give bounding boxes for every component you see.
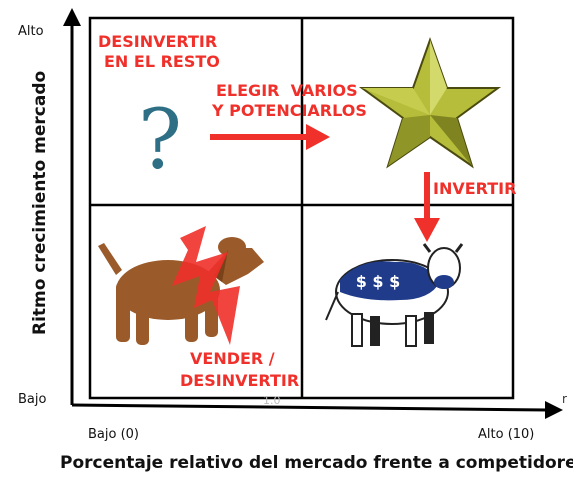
- lightning-bolt-icon: [172, 226, 240, 345]
- x-axis-arrowhead: [545, 401, 563, 419]
- x-axis-low-label: Bajo (0): [88, 427, 139, 442]
- arrow-to-star-head: [306, 124, 330, 150]
- cow-dollar-signs: $ $ $: [356, 272, 401, 291]
- y-axis-title: Ritmo crecimiento mercado: [30, 70, 50, 335]
- arrow-to-cow-label: INVERTIR: [433, 179, 517, 198]
- cow-icon: $ $ $: [325, 243, 464, 347]
- x-axis-mid-tick: 1.0: [263, 394, 281, 407]
- arrow-to-cow-head: [414, 218, 440, 242]
- x-axis-high-label: Alto (10): [478, 427, 535, 442]
- question-mark-icon: ?: [138, 93, 182, 188]
- x-axis-line: [71, 403, 549, 412]
- x-axis-title: Porcentaje relativo del mercado frente a…: [60, 453, 573, 473]
- x-axis-end-mark: r: [562, 392, 567, 406]
- question-label-line2: EN EL RESTO: [104, 52, 220, 71]
- arrow-to-star-label-line2: Y POTENCIARLOS: [212, 101, 367, 120]
- arrow-to-star-label-line1: ELEGIR VARIOS: [216, 81, 358, 100]
- y-axis-high-label: Alto: [18, 24, 44, 39]
- y-axis-arrowhead: [63, 8, 81, 26]
- question-label-line1: DESINVERTIR: [98, 32, 218, 51]
- dog-label-line1: VENDER /: [190, 349, 275, 368]
- y-axis-low-label: Bajo: [18, 392, 47, 407]
- dog-label-line2: DESINVERTIR: [180, 371, 300, 390]
- star-icon: [358, 37, 502, 169]
